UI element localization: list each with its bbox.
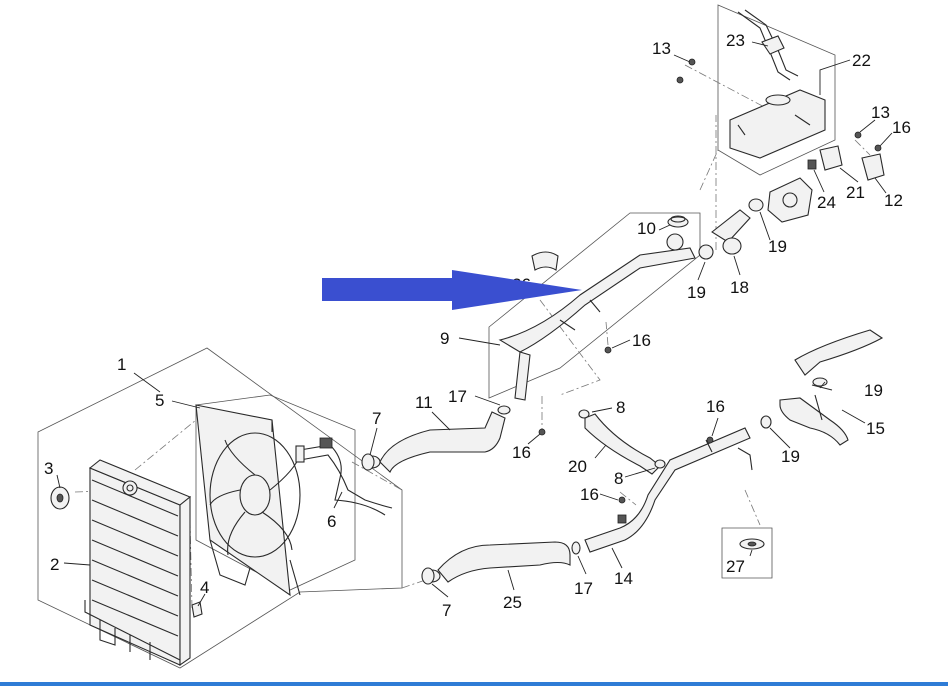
callout-17-lower: 17 (574, 579, 593, 598)
part-3-bushing (50, 486, 70, 510)
callout-11: 11 (415, 393, 433, 412)
bracket-12 (861, 153, 885, 181)
leader-lines (56, 41, 893, 607)
callout-23: 23 (726, 31, 745, 50)
callout-8-upper: 8 (616, 398, 625, 417)
callout-16-left: 16 (512, 443, 531, 462)
callout-18: 18 (730, 278, 749, 297)
callout-16-right: 16 (706, 397, 725, 416)
callout-8-lower: 8 (614, 469, 623, 488)
callout-9: 9 (440, 329, 449, 348)
bracket-21 (819, 145, 843, 171)
callout-24: 24 (817, 193, 836, 212)
part-26-bracket (531, 251, 559, 271)
thermostat-pipe (498, 233, 696, 401)
callout-10: 10 (637, 219, 656, 238)
callout-7-upper: 7 (372, 409, 381, 428)
hose-clamps (361, 377, 828, 585)
fan-shroud (195, 404, 301, 597)
wiring-harness (295, 437, 393, 516)
callout-19-b: 19 (768, 237, 787, 256)
callout-13-right: 13 (871, 103, 890, 122)
hose-15 (779, 329, 884, 446)
callout-19-a: 19 (687, 283, 706, 302)
callout-1: 1 (117, 355, 126, 374)
part-24-nut (807, 159, 817, 170)
bottom-accent-bar (0, 682, 948, 686)
callout-22: 22 (852, 51, 871, 70)
callout-17-upper: 17 (448, 387, 467, 406)
callout-21: 21 (846, 183, 865, 202)
fasteners (538, 58, 882, 504)
hose-18 (698, 209, 751, 260)
callout-15: 15 (866, 419, 885, 438)
part-4-clip (191, 601, 203, 618)
highlight-arrow (322, 270, 582, 310)
radiator-assembly-frame (37, 347, 403, 669)
callout-4: 4 (200, 578, 209, 597)
hose-20 (584, 413, 661, 475)
callout-19-c: 19 (864, 381, 883, 400)
hose-25 (423, 541, 571, 583)
expansion-tank (729, 89, 826, 159)
callout-27: 27 (726, 557, 745, 576)
callout-14: 14 (614, 569, 633, 588)
pipe-14 (584, 427, 753, 553)
filler-neck (737, 9, 799, 81)
callout-19-d: 19 (781, 447, 800, 466)
callout-16-upper: 16 (632, 331, 651, 350)
callout-20: 20 (568, 457, 587, 476)
callout-25: 25 (503, 593, 522, 612)
callout-5: 5 (155, 391, 164, 410)
cap-27-frame (721, 527, 773, 579)
fan-shroud-frame (195, 394, 356, 591)
hose-11 (363, 411, 506, 473)
blue-arrow-icon (322, 270, 582, 310)
callout-12: 12 (884, 191, 903, 210)
callout-16-mid: 16 (580, 485, 599, 504)
expansion-tank-frame (717, 4, 836, 176)
callout-6: 6 (327, 512, 336, 531)
thermostat-housing (748, 177, 813, 223)
part-27-cap (739, 538, 765, 550)
callout-3: 3 (44, 459, 53, 478)
callout-16-top: 16 (892, 118, 911, 137)
callout-13-left: 13 (652, 39, 671, 58)
part-10-cap (667, 215, 689, 228)
radiator (84, 459, 192, 667)
callout-2: 2 (50, 555, 59, 574)
callout-7-lower: 7 (442, 601, 451, 620)
